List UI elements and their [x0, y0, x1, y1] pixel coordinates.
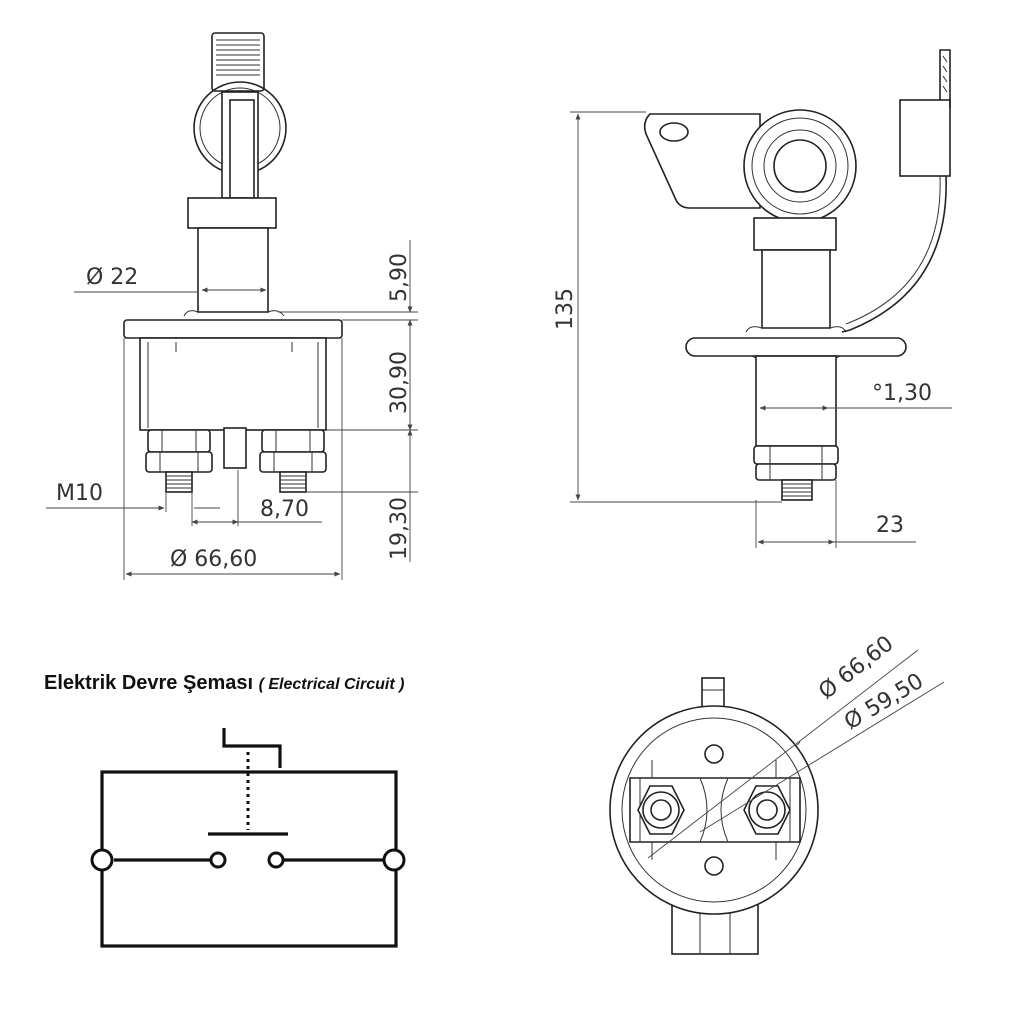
- circuit-terminal-right: [382, 848, 406, 872]
- dim-body-height: 30,90: [387, 351, 412, 414]
- side-shaft: [761, 249, 831, 329]
- dust-cap: [841, 49, 951, 333]
- circuit-diagram: [90, 728, 406, 948]
- dim-body-diameter: Ø 66,60: [170, 547, 257, 572]
- side-flange: [685, 337, 907, 357]
- dim-terminal-gap: 8,70: [260, 497, 309, 522]
- dim-thread: M10: [56, 481, 103, 506]
- circuit-terminal-left: [90, 848, 114, 872]
- side-collar: [753, 217, 837, 251]
- key-ring: [743, 109, 857, 223]
- shaft: [197, 227, 269, 313]
- dim-width: 23: [876, 513, 904, 538]
- circuit-title-sub: ( Electrical Circuit ): [258, 676, 405, 693]
- circuit-contact-left: [209, 851, 227, 869]
- dim-top-flange: 5,90: [387, 253, 412, 302]
- collar: [187, 197, 277, 229]
- terminal-right: [259, 429, 327, 493]
- circuit-contact-right: [267, 851, 285, 869]
- circuit-title-main: Elektrik Devre Şeması: [44, 672, 254, 694]
- dim-terminal-height: 19,30: [387, 497, 412, 560]
- dim-total-height: 135: [553, 288, 578, 330]
- key-grip: [193, 32, 287, 199]
- key-paddle: [643, 113, 761, 209]
- terminal-left: [145, 429, 213, 493]
- side-view: 135 °1,30 23: [553, 49, 952, 548]
- switch-body: [139, 337, 327, 431]
- dim-shaft: °1,30: [872, 381, 932, 406]
- flange: [123, 319, 343, 339]
- bottom-view: Ø 66,60 Ø 59,50: [609, 631, 945, 955]
- circuit-title: Elektrik Devre Şeması ( Electrical Circu…: [44, 672, 404, 695]
- bottom-nut-left: [637, 785, 685, 835]
- front-view: Ø 22 5,90 30,90 19,30 M10 8,70 Ø 66,60: [46, 32, 418, 580]
- dim-shaft-diameter: Ø 22: [86, 265, 138, 290]
